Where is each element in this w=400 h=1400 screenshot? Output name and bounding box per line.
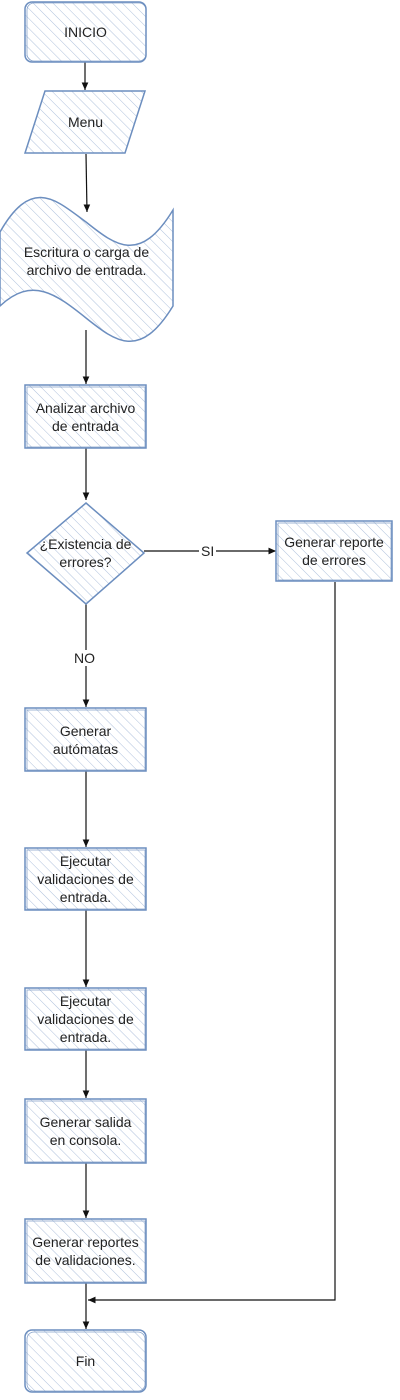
node-salida-shape (24, 1098, 147, 1164)
node-validaciones-2-shape (24, 987, 147, 1051)
node-existencia-shape (25, 502, 146, 605)
edge-menu-escritura (83, 153, 91, 213)
node-validaciones-1-shape (24, 847, 147, 911)
node-inicio-shape (24, 1, 147, 63)
edge-reporte-merge (88, 582, 336, 1304)
node-escritura-shape (0, 196, 174, 342)
node-reporte-errores-shape (275, 520, 393, 582)
node-analizar-shape (24, 384, 147, 449)
node-menu-shape (23, 90, 147, 154)
node-automatas-shape (24, 707, 147, 772)
edge-label-no: NO (72, 650, 97, 666)
node-reportes-validaciones-shape (24, 1218, 147, 1284)
node-fin-shape (24, 1329, 147, 1393)
edge-label-si: SI (199, 543, 217, 559)
